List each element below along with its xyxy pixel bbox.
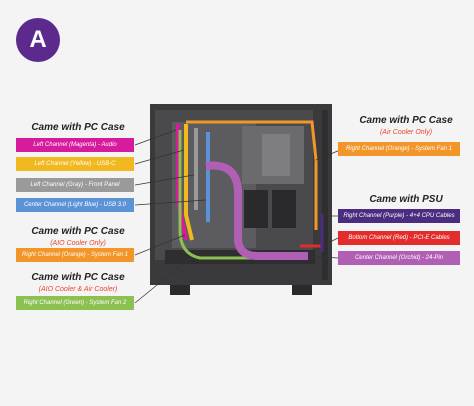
left-group-3-subtitle: (AIO Cooler & Air Cooler) bbox=[38, 286, 118, 293]
label-green-fan2: Right Channel (Green) - System Fan 2 bbox=[16, 296, 134, 310]
label-orchid-24pin: Center Channel (Orchid) - 24-Pin bbox=[338, 251, 460, 265]
leader-line bbox=[134, 257, 191, 304]
leader-line bbox=[307, 255, 339, 259]
case-foot-right bbox=[292, 285, 312, 295]
label-gray-front-panel: Left Channel (Gray) - Front Panel bbox=[16, 178, 134, 192]
left-group-2-heading: Came with PC Case (AIO Cooler Only) bbox=[22, 226, 134, 250]
label-magenta-audio: Left Channel (Magenta) - Audio bbox=[16, 138, 134, 152]
case-front-panel bbox=[322, 110, 328, 280]
left-group-2-title: Came with PC Case bbox=[31, 226, 125, 237]
leader-line bbox=[134, 199, 207, 206]
label-orange-fan1-left: Right Channel (Orange) - System Fan 1 bbox=[16, 248, 134, 262]
section-badge: A bbox=[16, 18, 60, 62]
right-group-2-heading: Came with PSU bbox=[350, 194, 462, 206]
orchid-24pin-cable bbox=[205, 161, 308, 260]
right-group-1-heading: Came with PC Case (Air Cooler Only) bbox=[350, 115, 462, 139]
left-group-3-heading: Came with PC Case (AIO Cooler & Air Cool… bbox=[22, 272, 134, 296]
ssd-bay-left bbox=[244, 190, 268, 228]
left-group-2-subtitle: (AIO Cooler Only) bbox=[50, 240, 106, 247]
leader-line bbox=[134, 149, 185, 165]
label-purple-cpu: Right Channel (Purple) - 4+4 CPU Cables bbox=[338, 209, 460, 223]
ssd-bay-right bbox=[272, 190, 296, 228]
yellow-cable bbox=[184, 124, 194, 241]
label-red-pcie: Bottom Channel (Red) - PCI-E Cables bbox=[338, 231, 460, 245]
green-cable bbox=[178, 130, 260, 260]
right-group-1-subtitle: (Air Cooler Only) bbox=[379, 129, 433, 136]
left-group-1-title: Came with PC Case bbox=[31, 122, 125, 133]
right-group-2-title: Came with PSU bbox=[369, 194, 443, 205]
left-group-3-title: Came with PC Case bbox=[31, 272, 125, 283]
label-yellow-usbc: Left Channel (Yellow) - USB-C bbox=[16, 157, 134, 171]
left-group-1-heading: Came with PC Case bbox=[22, 122, 134, 134]
label-orange-fan1-right: Right Channel (Orange) - System Fan 1 bbox=[338, 142, 460, 156]
case-foot-left bbox=[170, 285, 190, 295]
leader-line bbox=[134, 129, 177, 146]
drive-slot bbox=[262, 134, 290, 176]
leader-line bbox=[321, 237, 339, 247]
magenta-cable bbox=[176, 124, 188, 241]
leader-line bbox=[134, 174, 195, 186]
right-group-1-title: Came with PC Case bbox=[359, 115, 453, 126]
label-lightblue-usb3: Center Channel (Light Blue) - USB 3.0 bbox=[16, 198, 134, 212]
orange-cable bbox=[186, 120, 318, 230]
leader-line bbox=[134, 234, 186, 256]
